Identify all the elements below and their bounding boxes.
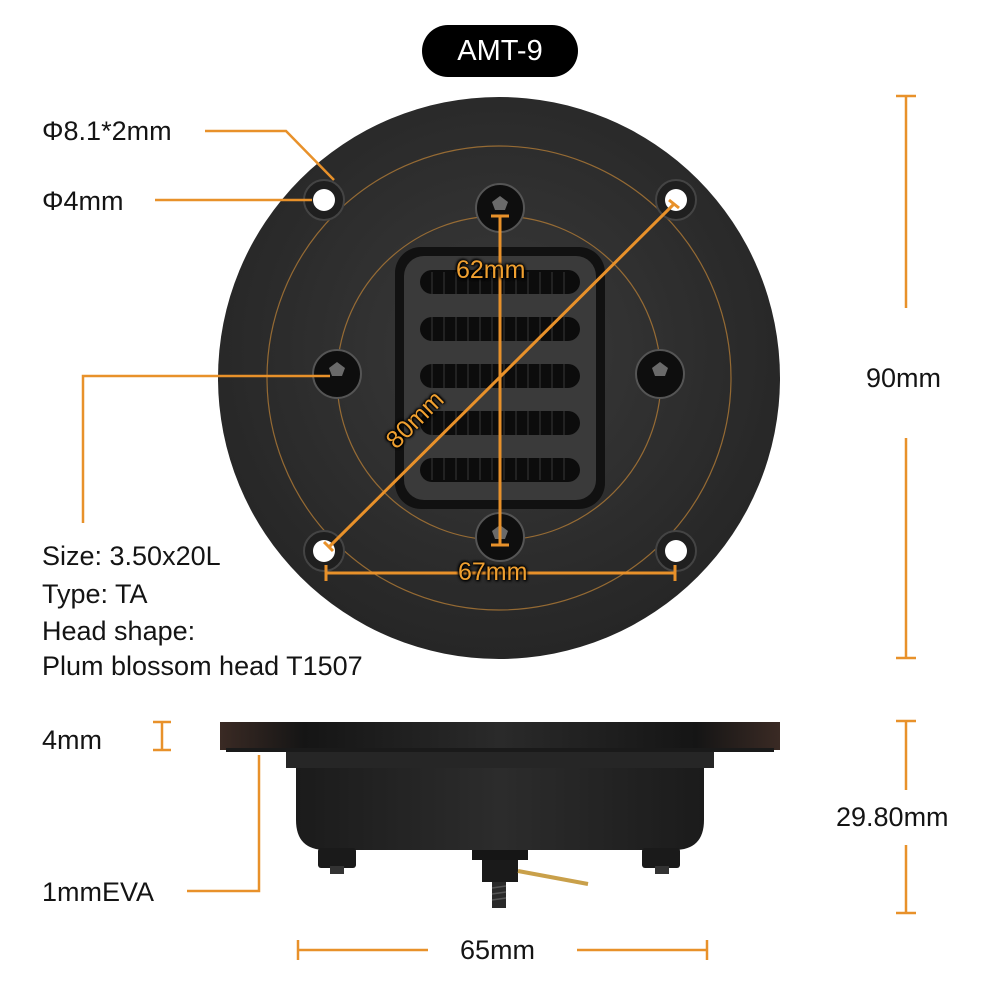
- head-shape-value: Plum blossom head T1507: [42, 651, 363, 681]
- screw-icons: [312, 183, 685, 562]
- head-shape-label: Head shape:: [42, 616, 196, 646]
- mount-hole-recess-label: Φ8.1*2mm: [42, 116, 172, 146]
- side-view: [220, 722, 780, 908]
- model-badge: AMT-9: [422, 25, 578, 77]
- screw-type-label: Type: TA: [42, 579, 148, 609]
- dim-65mm: 65mm: [460, 935, 536, 965]
- dim-67mm: 67mm: [458, 558, 528, 586]
- dim-29-80mm: 29.80mm: [836, 802, 949, 832]
- dim-90mm: 90mm: [866, 363, 942, 393]
- callout-leaders: [81, 129, 335, 523]
- screw-size-label: Size: 3.50x20L: [42, 541, 221, 571]
- mount-hole-diameter-label: Φ4mm: [42, 186, 124, 216]
- dim-4mm: 4mm: [42, 725, 102, 755]
- gasket-label: 1mmEVA: [42, 877, 155, 907]
- side-dimension-lines: [153, 94, 916, 960]
- plate-dimension-lines: [322, 198, 680, 581]
- dim-62mm: 62mm: [456, 256, 526, 284]
